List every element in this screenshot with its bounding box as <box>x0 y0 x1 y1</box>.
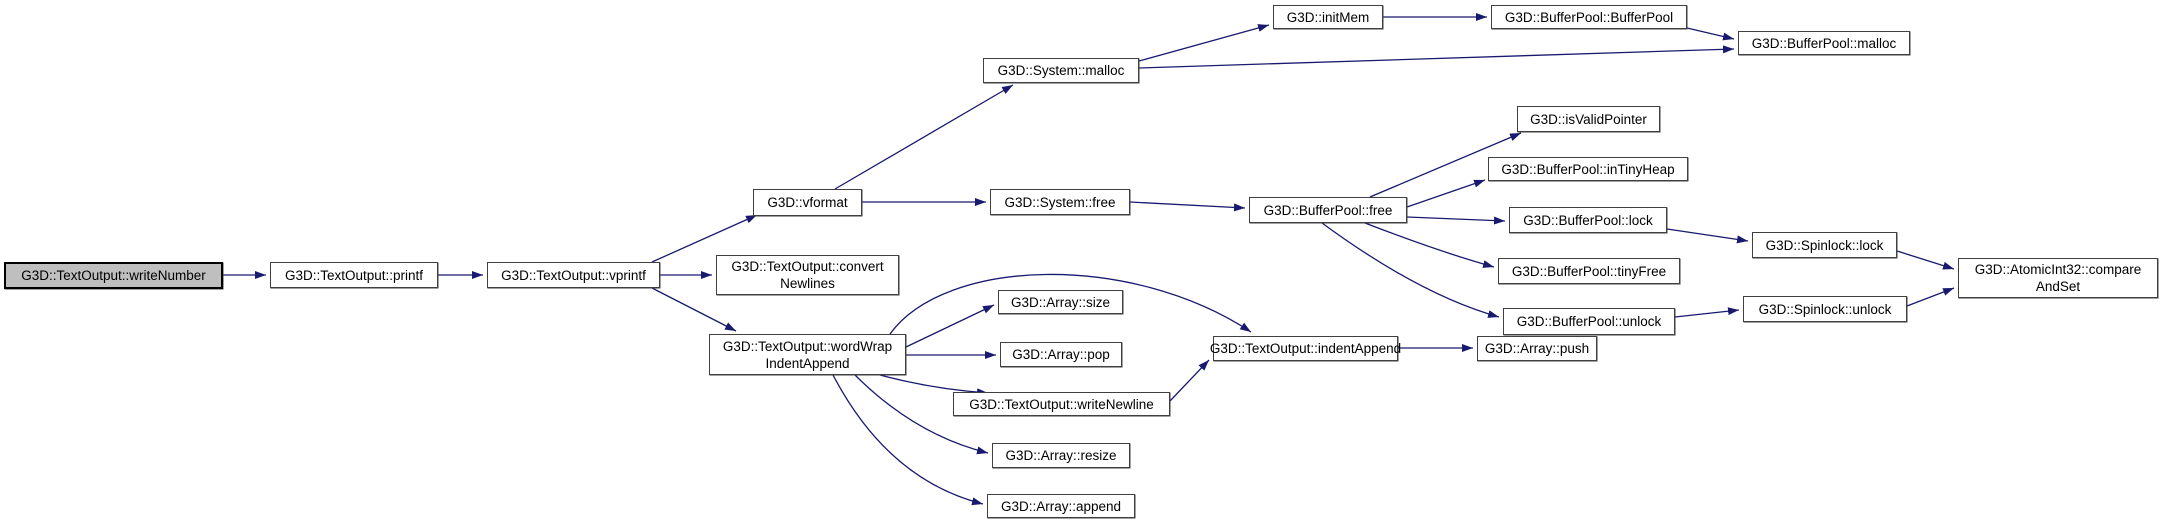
node-textoutput-indentappend[interactable]: G3D::TextOutput::indentAppend <box>1209 336 1402 361</box>
node-textoutput-writenewline[interactable]: G3D::TextOutput::writeNewline <box>953 392 1170 416</box>
edge-textoutput-vprintf-to-vformat <box>651 214 758 263</box>
node-array-pop[interactable]: G3D::Array::pop <box>1000 342 1122 367</box>
edge-spinlock-unlock-to-atomicint32-compareandset <box>1906 287 1955 307</box>
node-label: IndentAppend <box>765 355 850 371</box>
node-textoutput-writenumber: G3D::TextOutput::writeNumber <box>4 262 223 289</box>
edge-textoutput-wordwrapindentappend-to-array-append <box>832 374 984 506</box>
edge-bufferpool-free-to-bufferpool-lock <box>1406 216 1506 225</box>
node-array-push[interactable]: G3D::Array::push <box>1477 336 1597 361</box>
edge-bufferpool-unlock-to-spinlock-unlock <box>1674 307 1740 318</box>
node-label: G3D::Array::pop <box>1012 347 1110 362</box>
node-label: G3D::BufferPool::inTinyHeap <box>1501 161 1675 177</box>
node-label: G3D::Spinlock::unlock <box>1758 301 1892 317</box>
node-label: G3D::BufferPool::free <box>1263 202 1393 218</box>
node-label: G3D::TextOutput::wordWrap <box>722 338 893 354</box>
node-vformat[interactable]: G3D::vformat <box>753 189 862 216</box>
node-label: G3D::TextOutput::printf <box>284 267 424 283</box>
node-label: G3D::BufferPool::lock <box>1523 212 1653 228</box>
edge-bufferpool-free-to-bufferpool-intinyheap <box>1406 179 1486 208</box>
node-array-resize[interactable]: G3D::Array::resize <box>992 443 1130 468</box>
node-bufferpool-unlock[interactable]: G3D::BufferPool::unlock <box>1503 308 1675 335</box>
node-label: G3D::AtomicInt32::compare <box>1974 262 2142 277</box>
node-initmem[interactable]: G3D::initMem <box>1273 5 1383 29</box>
edge-textoutput-vprintf-to-textoutput-wordwrapindentappend <box>651 287 737 332</box>
edge-spinlock-lock-to-atomicint32-compareandset <box>1896 250 1955 270</box>
edge-system-malloc-to-initmem <box>1138 24 1270 62</box>
node-label: G3D::System::free <box>1004 194 1116 210</box>
node-label: G3D::Array::size <box>1010 294 1111 310</box>
node-label: AndSet <box>2035 279 2081 294</box>
edge-textoutput-writenewline-to-textoutput-indentappend <box>1169 359 1210 402</box>
node-system-free[interactable]: G3D::System::free <box>990 189 1130 215</box>
edge-bufferpool-free-to-bufferpool-unlock <box>1321 222 1500 318</box>
edge-textoutput-wordwrapindentappend-to-array-size <box>905 304 995 348</box>
edge-system-free-to-bufferpool-free <box>1129 201 1246 212</box>
node-label: G3D::BufferPool::malloc <box>1751 35 1897 51</box>
node-array-append[interactable]: G3D::Array::append <box>987 494 1135 518</box>
node-array-size[interactable]: G3D::Array::size <box>998 290 1123 314</box>
node-label: G3D::TextOutput::convert <box>731 259 884 274</box>
node-bufferpool-bufferpool[interactable]: G3D::BufferPool::BufferPool <box>1491 5 1687 29</box>
node-label: G3D::TextOutput::vprintf <box>501 267 646 283</box>
node-label: G3D::isValidPointer <box>1530 111 1647 127</box>
edge-textoutput-wordwrapindentappend-to-array-resize <box>854 374 989 455</box>
node-label: G3D::TextOutput::writeNumber <box>21 268 206 283</box>
node-spinlock-unlock[interactable]: G3D::Spinlock::unlock <box>1743 296 1907 322</box>
node-label: G3D::TextOutput::indentAppend <box>1209 341 1402 356</box>
node-bufferpool-tinyfree[interactable]: G3D::BufferPool::tinyFree <box>1498 258 1680 284</box>
node-label: G3D::TextOutput::writeNewline <box>969 396 1154 412</box>
node-label: G3D::initMem <box>1286 9 1370 25</box>
node-label: G3D::BufferPool::BufferPool <box>1504 9 1674 25</box>
edge-system-malloc-to-bufferpool-malloc <box>1138 45 1735 69</box>
node-label: Newlines <box>780 276 835 291</box>
node-textoutput-vprintf[interactable]: G3D::TextOutput::vprintf <box>487 262 660 288</box>
edge-textoutput-wordwrapindentappend-to-textoutput-indentappend <box>889 273 1252 335</box>
node-bufferpool-free[interactable]: G3D::BufferPool::free <box>1249 197 1407 223</box>
node-system-malloc[interactable]: G3D::System::malloc <box>983 58 1139 83</box>
edge-vformat-to-system-malloc <box>834 84 1014 190</box>
node-label: G3D::Array::append <box>1000 498 1122 514</box>
node-bufferpool-intinyheap[interactable]: G3D::BufferPool::inTinyHeap <box>1488 157 1688 181</box>
node-bufferpool-malloc[interactable]: G3D::BufferPool::malloc <box>1738 31 1910 55</box>
node-textoutput-printf[interactable]: G3D::TextOutput::printf <box>270 262 438 288</box>
node-label: G3D::Array::push <box>1484 341 1590 356</box>
edge-bufferpool-free-to-bufferpool-tinyfree <box>1364 222 1495 268</box>
node-bufferpool-lock[interactable]: G3D::BufferPool::lock <box>1509 207 1667 233</box>
node-label: G3D::BufferPool::tinyFree <box>1511 263 1667 279</box>
edge-bufferpool-free-to-isvalidpointer <box>1369 132 1522 198</box>
node-isvalidpointer[interactable]: G3D::isValidPointer <box>1517 106 1660 132</box>
edge-bufferpool-lock-to-spinlock-lock <box>1666 228 1749 244</box>
node-label: G3D::Array::resize <box>1005 448 1117 463</box>
edge-textoutput-wordwrapindentappend-to-textoutput-writenewline <box>879 374 989 397</box>
node-label: G3D::Spinlock::lock <box>1765 237 1884 253</box>
node-label: G3D::vformat <box>767 195 848 210</box>
node-label: G3D::System::malloc <box>997 63 1125 78</box>
node-label: G3D::BufferPool::unlock <box>1516 314 1662 329</box>
edge-bufferpool-bufferpool-to-bufferpool-malloc <box>1686 27 1735 41</box>
node-spinlock-lock[interactable]: G3D::Spinlock::lock <box>1752 232 1897 258</box>
